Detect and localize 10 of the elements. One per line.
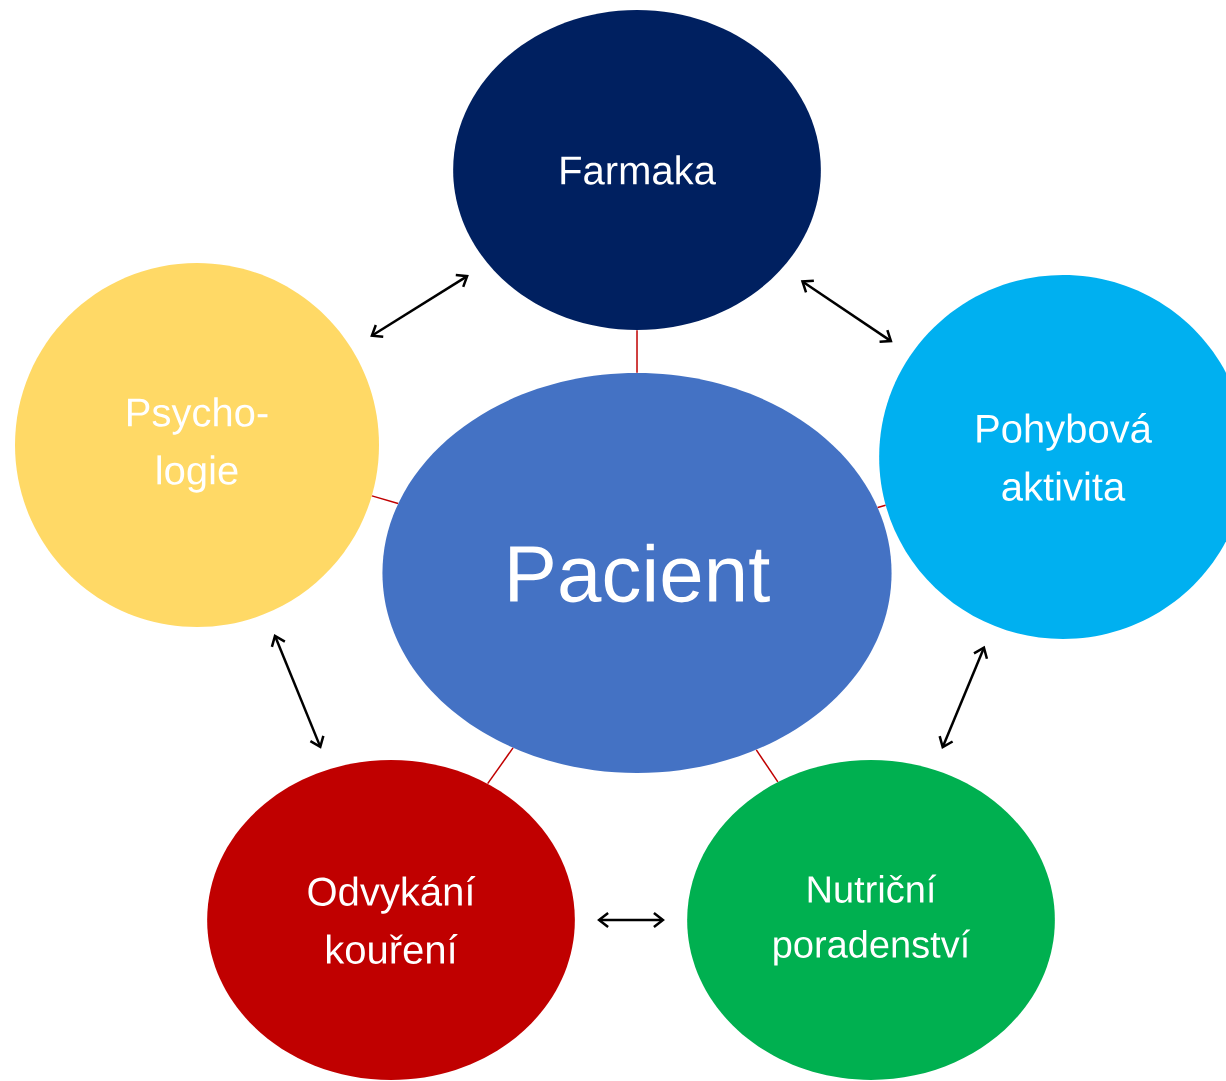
connector-line (636, 329, 638, 374)
double-arrow (597, 912, 665, 928)
double-arrow (270, 634, 325, 749)
connector-line (371, 495, 399, 505)
connector-line (486, 747, 514, 785)
connector-line (876, 504, 887, 509)
double-arrow (938, 645, 989, 749)
double-arrow (370, 273, 469, 339)
double-arrow (800, 279, 893, 344)
connector-line (755, 749, 779, 783)
